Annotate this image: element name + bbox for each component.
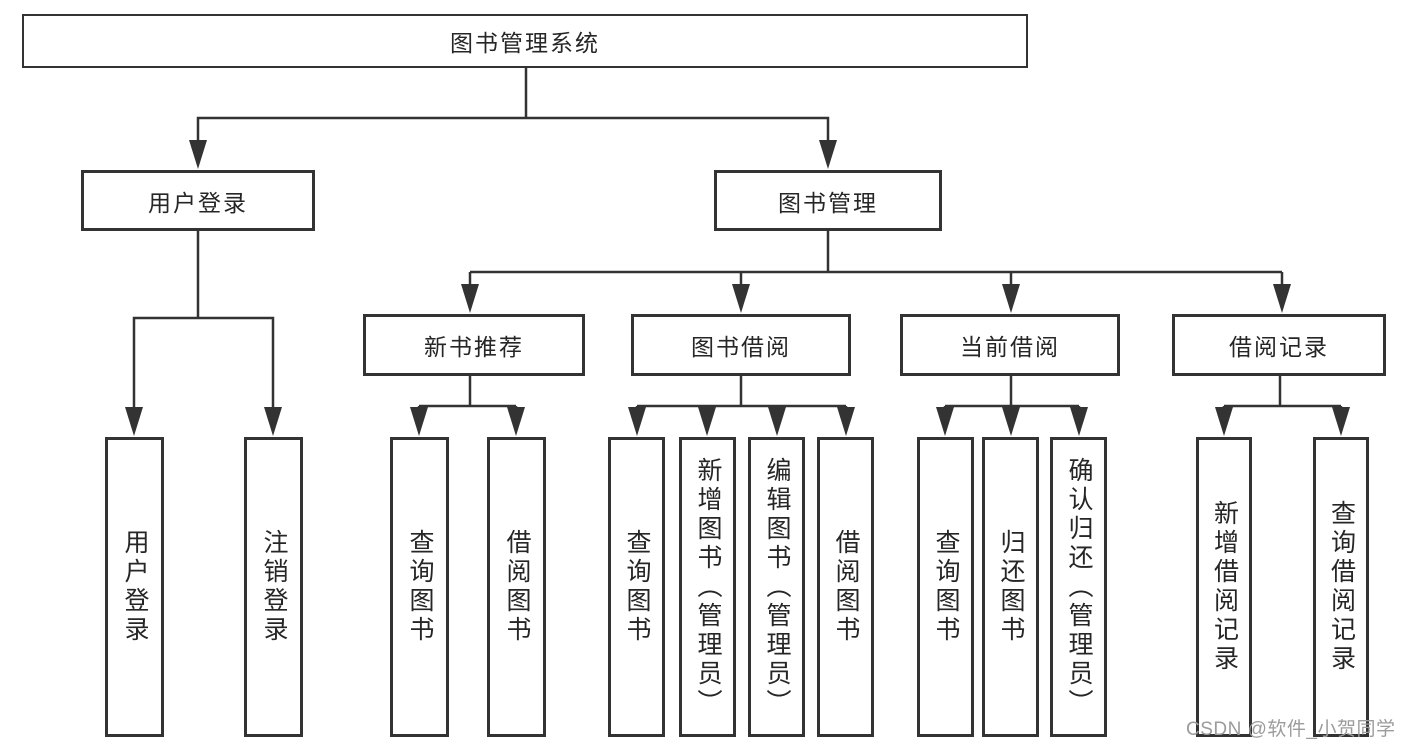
leaf-borrow-books-recommend: 借阅图书 [487,437,546,737]
node-current-borrow: 当前借阅 [900,314,1120,376]
leaf-add-books-admin: 新增图书（管理员） [679,437,736,737]
leaf-logout: 注销登录 [244,437,303,737]
leaf-label: 新增图书（管理员） [694,456,722,718]
leaf-query-books-borrow: 查询图书 [608,437,665,737]
leaf-label: 用户登录 [121,529,149,645]
leaf-label: 归还图书 [997,529,1025,645]
node-borrow-records: 借阅记录 [1172,314,1386,376]
leaf-user-login: 用户登录 [105,437,164,737]
leaf-confirm-return-admin: 确认归还（管理员） [1050,437,1107,737]
node-book-borrow: 图书借阅 [631,314,851,376]
leaf-label: 借阅图书 [503,529,531,645]
csdn-watermark: CSDN @软件_小贺同学 [1186,719,1396,740]
leaf-edit-books-admin: 编辑图书（管理员） [748,437,805,737]
leaf-query-books-current: 查询图书 [917,437,974,737]
leaf-label: 编辑图书（管理员） [763,456,791,718]
leaf-label: 新增借阅记录 [1210,500,1239,674]
leaf-label: 确认归还（管理员） [1065,456,1093,718]
leaf-borrow-books-borrow: 借阅图书 [817,437,874,737]
leaf-add-borrow-record: 新增借阅记录 [1196,437,1252,737]
leaf-label: 查询图书 [406,529,434,645]
leaf-label: 注销登录 [260,529,288,645]
node-new-book-recommend: 新书推荐 [363,314,585,376]
node-book-management: 图书管理 [714,170,942,231]
leaf-query-books-recommend: 查询图书 [390,437,449,737]
leaf-label: 借阅图书 [832,529,860,645]
node-user-login: 用户登录 [81,170,315,231]
leaf-query-borrow-record: 查询借阅记录 [1313,437,1369,737]
node-root: 图书管理系统 [22,14,1028,68]
leaf-label: 查询图书 [932,529,960,645]
leaf-label: 查询借阅记录 [1327,500,1356,674]
leaf-return-books: 归还图书 [982,437,1039,737]
leaf-label: 查询图书 [623,529,651,645]
